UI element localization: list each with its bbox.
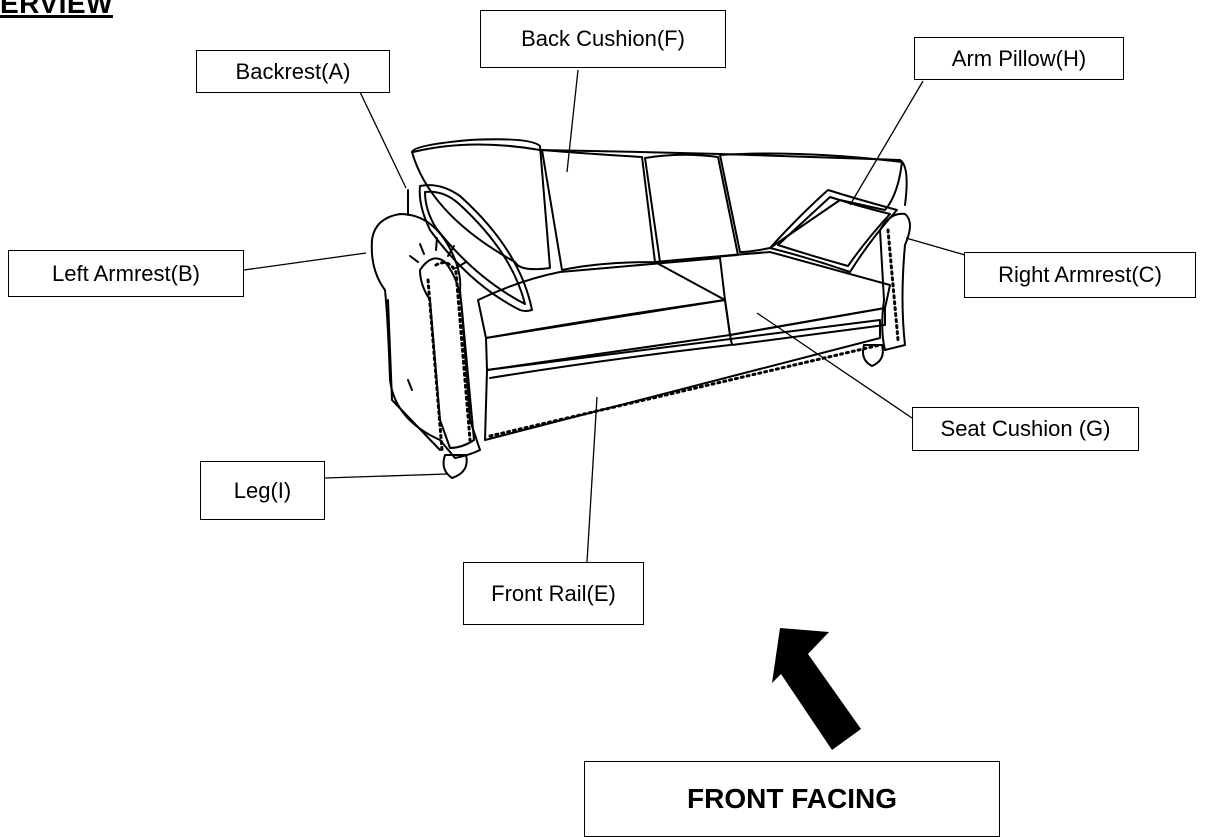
leader-left-armrest <box>243 252 367 271</box>
label-arm-pillow: Arm Pillow(H) <box>914 37 1124 80</box>
leader-leg <box>324 473 448 479</box>
label-seat-cushion: Seat Cushion (G) <box>912 407 1139 451</box>
leader-backrest <box>359 91 407 189</box>
label-backrest: Backrest(A) <box>196 50 390 93</box>
front-direction-arrow <box>772 628 861 750</box>
back-cushion-left <box>411 138 551 271</box>
label-front-rail: Front Rail(E) <box>463 562 644 625</box>
leader-back-cushion <box>566 69 579 173</box>
leader-seat-cushion <box>756 312 913 419</box>
label-right-armrest: Right Armrest(C) <box>964 252 1196 298</box>
sofa-back-frame <box>412 143 908 206</box>
label-back-cushion: Back Cushion(F) <box>480 10 726 68</box>
leg-front-right <box>862 344 884 367</box>
leader-front-rail <box>586 396 598 563</box>
back-cushion-right <box>719 152 903 253</box>
leader-right-armrest <box>905 237 966 256</box>
leader-arm-pillow <box>849 80 924 206</box>
label-leg: Leg(I) <box>200 461 325 520</box>
front-rail <box>484 319 881 441</box>
arm-pillow-left <box>418 184 533 312</box>
right-armrest <box>879 212 911 351</box>
arm-pillow-right <box>769 189 898 273</box>
front-facing-box: FRONT FACING <box>584 761 1000 837</box>
section-heading: ERVIEW <box>0 0 113 19</box>
left-armrest <box>370 213 481 459</box>
label-left-armrest: Left Armrest(B) <box>8 250 244 297</box>
back-cushion-middle <box>541 149 656 271</box>
leg-front-left <box>442 454 468 479</box>
